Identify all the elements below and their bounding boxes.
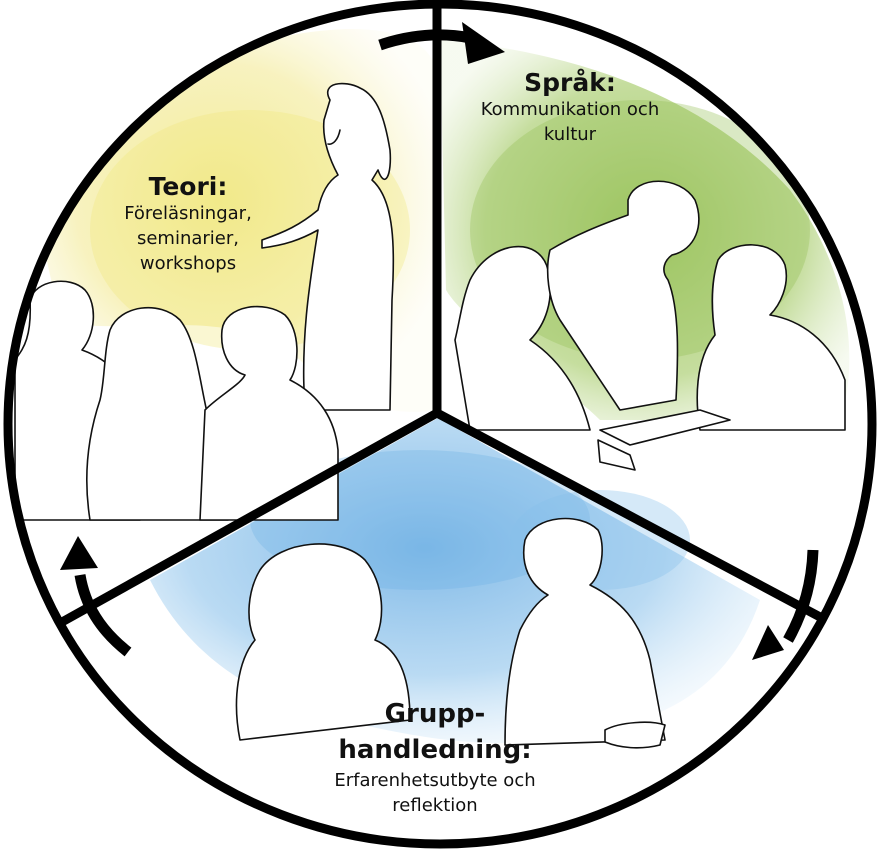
- arrow-right-curved-icon: [378, 22, 505, 64]
- sprak-subtitle-line-1: Kommunikation och: [480, 99, 660, 120]
- grupp-label: Grupp- handledning: Erfarenhetsutbyte oc…: [300, 696, 570, 818]
- sprak-title: Språk:: [524, 68, 616, 97]
- grupp-title-line-1: Grupp-: [384, 699, 486, 729]
- lecturer-figure: [261, 82, 395, 411]
- audience-figures: [14, 280, 339, 521]
- arrow-up-curved-icon: [60, 536, 132, 657]
- sprak-label: Språk: Kommunikation och kultur: [445, 68, 695, 147]
- teori-subtitle-line-2: seminarier,: [136, 228, 240, 249]
- conversation-figures: [235, 517, 666, 749]
- teori-label: Teori: Föreläsningar, seminarier, worksh…: [78, 172, 298, 276]
- arrow-down-curved-icon: [752, 549, 819, 660]
- teori-subtitle-line-1: Föreläsningar,: [124, 203, 252, 224]
- grupp-subtitle-line-2: reflektion: [392, 795, 478, 816]
- writing-group-figures: [454, 180, 846, 471]
- segment-dividers: [59, 6, 825, 626]
- grupp-subtitle-line-1: Erfarenhetsutbyte och: [334, 770, 536, 791]
- teori-title: Teori:: [148, 172, 228, 201]
- grupp-title-line-2: handledning:: [338, 735, 532, 765]
- teori-subtitle-line-3: workshops: [139, 253, 237, 274]
- outer-circle: [3, 0, 877, 849]
- sprak-subtitle-line-2: kultur: [543, 124, 597, 145]
